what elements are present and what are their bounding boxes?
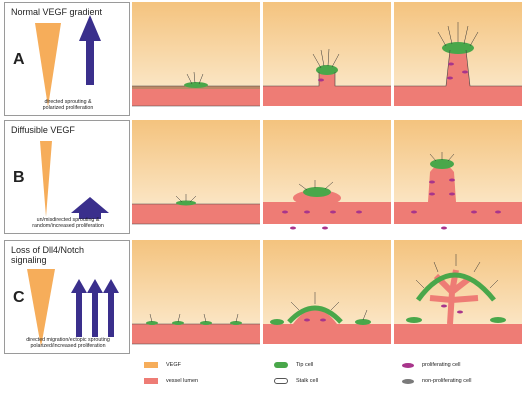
legend-tip-cell: Tip cell [274, 362, 313, 368]
legend: VEGF vessel lumen Tip cell Stalk cell pr… [4, 358, 522, 394]
legend-stalk-cell: Stalk cell [274, 378, 318, 384]
legend-vegf: VEGF [144, 362, 181, 368]
arrow-up-icon [103, 279, 119, 337]
row-a-label-panel: Normal VEGF gradient A directed sproutin… [4, 2, 130, 116]
row-c-stage-2 [263, 240, 391, 354]
legend-vegf-label: VEGF [166, 362, 181, 368]
row-b-stage-1 [132, 120, 260, 234]
legend-tip-cell-label: Tip cell [296, 362, 313, 368]
row-c-stage-2-diagram [263, 240, 391, 354]
vegf-gradient-wedge-icon [35, 23, 61, 107]
row-a-stage-1 [132, 2, 260, 116]
row-a-stage-1-diagram [132, 2, 260, 116]
legend-non-proliferating-cell-label: non-proliferating cell [422, 378, 472, 384]
arrow-up-icon [79, 15, 101, 85]
row-c-stage-1 [132, 240, 260, 354]
arrow-up-icon [87, 279, 103, 337]
row-b: Diffusible VEGF B un/misdirected sprouti… [4, 120, 522, 234]
tip-cell-swatch-icon [274, 362, 288, 368]
row-b-label-panel: Diffusible VEGF B un/misdirected sprouti… [4, 120, 130, 234]
row-a: Normal VEGF gradient A directed sproutin… [4, 2, 522, 116]
vegf-gradient-wedge-icon [27, 269, 55, 347]
row-c-stage-3 [394, 240, 522, 354]
vegf-diffuse-wedge-icon [40, 141, 52, 217]
row-b-stage-3-diagram [394, 120, 522, 234]
row-c-label-panel: Loss of Dll4/Notch signaling C directed … [4, 240, 130, 354]
vessel-lumen-swatch-icon [144, 378, 158, 384]
row-a-stage-2 [263, 2, 391, 116]
row-a-caption: directed sprouting & polarized prolifera… [9, 99, 127, 111]
non-proliferating-cell-swatch-icon [402, 379, 414, 384]
vegf-swatch-icon [144, 362, 158, 368]
legend-stalk-cell-label: Stalk cell [296, 378, 318, 384]
stalk-cell-swatch-icon [274, 378, 288, 384]
row-c-caption: directed migration/ectopic sprouting pol… [9, 337, 127, 349]
row-b-stage-2-diagram [263, 120, 391, 234]
arrow-up-icon [71, 279, 87, 337]
legend-non-proliferating-cell: non-proliferating cell [402, 378, 472, 384]
row-b-stage-2 [263, 120, 391, 234]
proliferating-cell-swatch-icon [402, 363, 414, 368]
row-c-stage-1-diagram [132, 240, 260, 354]
legend-proliferating-cell-label: proliferating cell [422, 362, 461, 368]
row-c-letter: C [13, 289, 25, 307]
row-b-letter: B [13, 169, 25, 187]
row-b-stage-1-diagram [132, 120, 260, 234]
legend-proliferating-cell: proliferating cell [402, 362, 461, 368]
row-c-stage-3-diagram [394, 240, 522, 354]
row-b-stage-3 [394, 120, 522, 234]
row-a-letter: A [13, 51, 25, 69]
row-a-stage-3 [394, 2, 522, 116]
legend-vessel-lumen-label: vessel lumen [166, 378, 198, 384]
row-b-caption: un/misdirected sprouting & random/increa… [9, 217, 127, 229]
row-a-stage-2-diagram [263, 2, 391, 116]
legend-vessel-lumen: vessel lumen [144, 378, 198, 384]
row-c: Loss of Dll4/Notch signaling C directed … [4, 240, 522, 354]
row-a-stage-3-diagram [394, 2, 522, 116]
